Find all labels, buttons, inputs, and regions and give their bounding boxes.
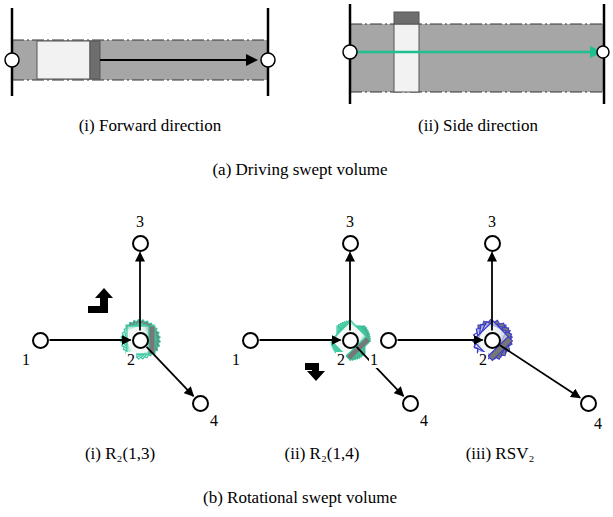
waypoint <box>597 46 609 58</box>
vehicle-body <box>37 41 90 79</box>
node-number: 2 <box>126 352 136 368</box>
route-arrow <box>147 347 194 396</box>
node-number: 3 <box>487 214 497 230</box>
waypoint-node: 3 <box>484 235 501 252</box>
caption-label: (i) R₂(1,3) <box>85 444 155 464</box>
band-edge <box>12 40 268 41</box>
caption-label: (ii) R₂(1,4) <box>285 444 360 464</box>
vehicle-body <box>394 24 419 92</box>
swept-band <box>350 24 604 92</box>
waypoint-node: 2 <box>132 332 149 349</box>
waypoint-node: 3 <box>342 235 359 252</box>
boundary-line <box>267 8 270 96</box>
waypoint-node: 4 <box>402 395 419 412</box>
waypoint-node: 4 <box>580 395 597 412</box>
turn-arrow <box>305 363 325 381</box>
swept-band <box>12 40 268 80</box>
route-arrow <box>357 347 404 396</box>
node-number: 4 <box>209 413 219 429</box>
caption-label: (ii) Side direction <box>418 116 538 136</box>
rotated-vehicle <box>127 326 155 354</box>
driving-arrow <box>357 51 592 54</box>
band-edge <box>350 92 604 93</box>
node-number: 2 <box>478 352 488 368</box>
waypoint-node: 2 <box>342 332 359 349</box>
route-arrow <box>50 339 131 341</box>
node-number: 2 <box>336 352 346 368</box>
band-edge <box>350 24 604 25</box>
node-number: 4 <box>419 413 429 429</box>
waypoint <box>343 45 357 59</box>
waypoint-node: 4 <box>192 395 209 412</box>
route-arrow <box>491 253 493 331</box>
vehicle-front <box>90 41 100 79</box>
route-arrow <box>500 345 580 398</box>
driving-arrow <box>100 59 252 61</box>
route-arrow <box>349 253 351 331</box>
caption-label: (iii) RSV₂ <box>466 444 535 464</box>
waypoint-node: 2 <box>484 332 501 349</box>
node-number: 1 <box>231 352 241 368</box>
waypoint <box>5 53 19 67</box>
caption-label: (a) Driving swept volume <box>212 160 387 180</box>
node-number: 4 <box>593 416 603 432</box>
turn-arrow <box>88 288 113 313</box>
route-arrow <box>260 339 341 341</box>
route-arrow <box>139 253 141 331</box>
arrow-head <box>246 54 258 66</box>
caption-label: (b) Rotational swept volume <box>203 488 397 508</box>
node-number: 1 <box>21 352 31 368</box>
waypoint-node: 1 <box>242 332 259 349</box>
waypoint-node: 1 <box>32 332 49 349</box>
caption-label: (i) Forward direction <box>79 116 222 136</box>
node-number: 3 <box>345 214 355 230</box>
waypoint-node: 1 <box>380 332 397 349</box>
vehicle-front <box>394 12 419 24</box>
waypoint-node: 3 <box>132 235 149 252</box>
boundary-line <box>11 8 14 96</box>
node-number: 3 <box>135 214 145 230</box>
route-arrow <box>398 339 483 341</box>
node-number: 1 <box>369 352 379 368</box>
waypoint <box>261 53 275 67</box>
band-edge <box>12 80 268 81</box>
